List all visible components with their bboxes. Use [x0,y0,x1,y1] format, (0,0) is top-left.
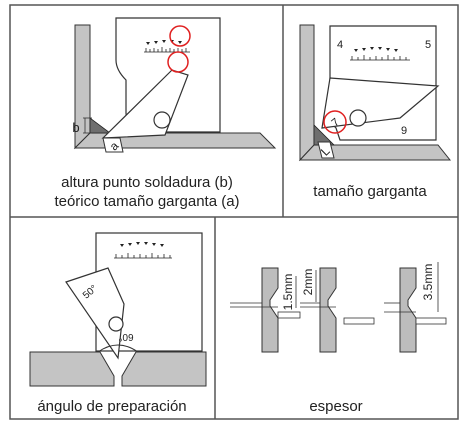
panel-thickness: 1.5mm 2mm 3.5mm [230,262,447,353]
gauge-tip-2 [343,317,375,325]
angle-label-60: 60° [118,331,133,342]
caption-prep-angle: ángulo de preparación [37,398,186,415]
scale-label-9: 9 [401,125,407,137]
slider-a [102,137,124,153]
thickness-example-1: 1.5mm [230,267,301,353]
plate-1a [261,267,279,353]
plate-3a [399,267,417,353]
gauge-triangle-marks-3 [120,242,164,247]
scale-label-5: 5 [425,39,431,51]
gauge-scale-2 [350,55,410,61]
label-b: b [72,120,79,135]
dim-label-1: 1.5mm [281,274,295,311]
gauge-tip-3 [415,317,447,325]
thickness-example-3: 3.5mm [384,262,447,353]
thickness-example-2: 2mm [300,267,375,353]
left-plate [29,351,115,387]
caption-thickness: espesor [309,398,362,415]
highlight-circle-2 [167,51,189,73]
panel-throat-size: 4 5 9 L 7 [298,24,452,162]
highlight-circle-1 [169,25,191,47]
weld-bead [89,117,112,134]
horizontal-plate-2 [298,144,452,161]
plate-2a [319,267,337,353]
highlight-circle-3 [323,110,347,134]
caption-weld-height-line1: altura punto soldadura (b) [61,174,233,191]
gauge-scale [144,47,190,53]
caption-throat-size: tamaño garganta [313,183,427,200]
gauge-pivot [153,111,171,129]
caption-weld-height-line2: teórico tamaño garganta (a) [54,193,239,210]
gauge-pivot-2 [349,109,367,127]
dim-label-3: 3.5mm [421,264,435,301]
scale-label-4: 4 [337,39,343,51]
gauge-triangle-marks-2 [354,47,398,52]
angle-arc [97,344,139,353]
gauge-tip-1 [277,311,301,319]
panel-weld-height: a b [72,17,277,153]
right-plate [121,351,207,387]
slider-L [317,141,335,159]
vertical-plate-2 [299,24,315,162]
angle-wedge [65,267,125,360]
panel-prep-angle: 50° 60° [29,232,207,387]
dim-label-2: 2mm [301,269,315,296]
gauge-scale-3 [114,253,172,259]
gauge-pivot-3 [108,316,124,332]
